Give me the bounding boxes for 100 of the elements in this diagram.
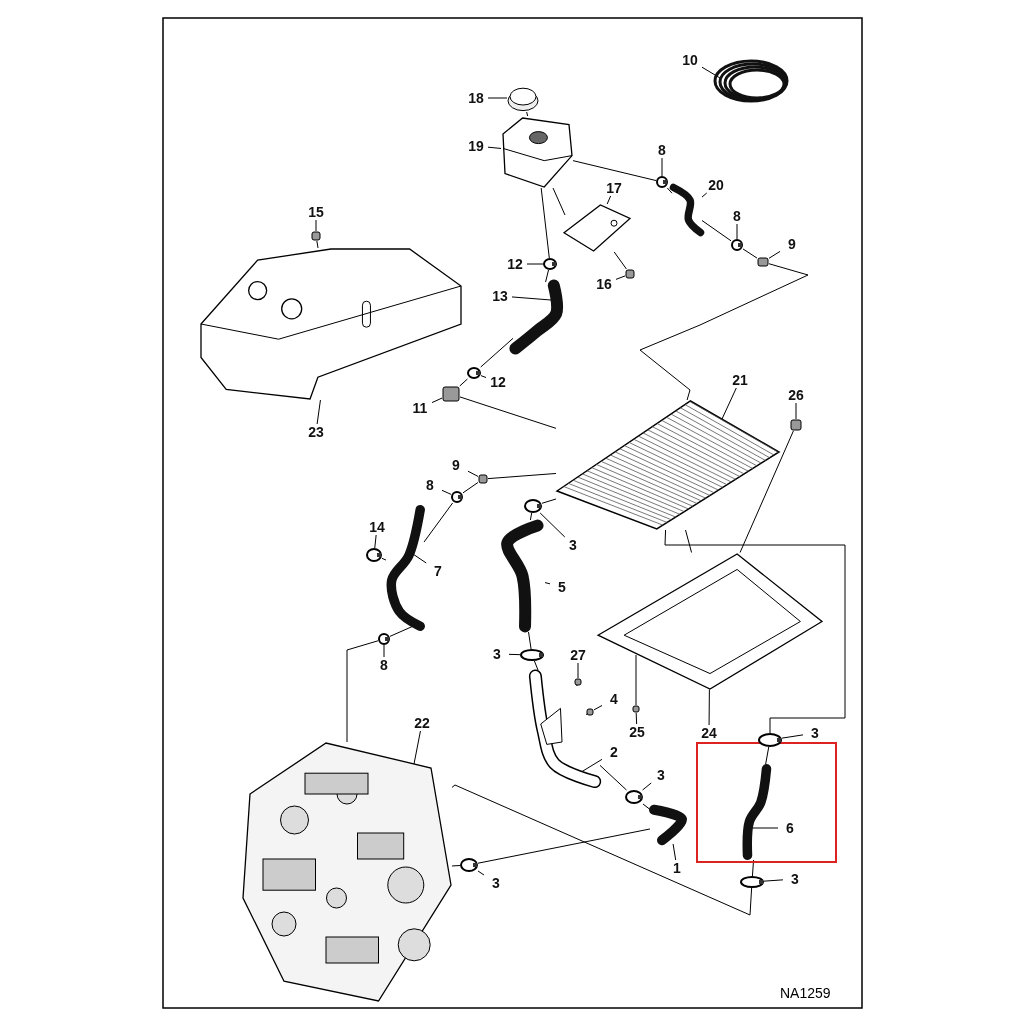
leader-line: [374, 534, 377, 549]
assembly-line: [545, 269, 550, 283]
callout-number: 3: [783, 871, 807, 887]
assembly-line: [639, 263, 809, 401]
engine-drawing: [242, 742, 452, 1002]
assembly-line: [487, 473, 557, 480]
callout-number: 9: [444, 457, 468, 473]
leader-line: [606, 195, 612, 205]
leader-line: [661, 157, 663, 177]
callout-number: 2: [602, 744, 626, 760]
hose-clamp-drawing: [460, 858, 478, 872]
frame-drawing: [200, 248, 462, 400]
leader-line: [487, 97, 508, 99]
leader-line: [539, 512, 566, 538]
bolt-drawing: [311, 231, 321, 241]
assembly-line: [742, 248, 758, 259]
assembly-line: [540, 187, 550, 259]
bolt-drawing: [632, 705, 640, 713]
leader-line: [736, 223, 738, 240]
assembly-line: [765, 746, 770, 765]
assembly-line: [526, 111, 529, 117]
callout-number: 13: [488, 288, 512, 304]
hose-clamp-drawing: [366, 548, 382, 562]
assembly-line: [451, 784, 753, 916]
hose-clamp-drawing: [625, 790, 643, 804]
callout-number: 15: [304, 204, 328, 220]
leader-line: [701, 66, 721, 79]
leader-line: [750, 827, 779, 829]
assembly-line: [552, 187, 566, 216]
assembly-line: [666, 187, 673, 194]
hose-clamp-drawing: [731, 239, 743, 251]
hose-drawing: [386, 506, 424, 630]
assembly-line: [701, 220, 732, 242]
bolt-drawing: [478, 474, 488, 484]
leader-line: [708, 689, 710, 726]
callout-number: 3: [485, 646, 509, 662]
assembly-line: [528, 631, 532, 650]
callout-number: 22: [410, 715, 434, 731]
hose-drawing: [650, 806, 690, 844]
hose-clamp-drawing: [656, 176, 668, 188]
leader-line: [431, 397, 443, 404]
callout-number: 3: [484, 875, 508, 891]
callout-number: 8: [418, 477, 442, 493]
assembly-line: [572, 160, 657, 182]
radiator-drawing: [556, 400, 780, 530]
hose-clamp-drawing: [758, 733, 782, 747]
assembly-line: [739, 430, 794, 553]
callout-number: 7: [426, 563, 450, 579]
callout-number: 26: [784, 387, 808, 403]
bolt-drawing: [442, 386, 460, 402]
callout-number: 4: [602, 691, 626, 707]
leader-line: [701, 192, 708, 198]
callout-number: 14: [365, 519, 389, 535]
callout-number: 11: [408, 400, 432, 416]
assembly-line: [642, 803, 651, 810]
leader-line: [441, 489, 452, 495]
callout-number: 21: [728, 372, 752, 388]
assembly-line: [462, 481, 479, 494]
leader-line: [315, 219, 317, 232]
callout-number: 8: [650, 142, 674, 158]
callout-number: 12: [503, 256, 527, 272]
bolt-drawing: [574, 678, 582, 686]
callout-number: 8: [725, 208, 749, 224]
leader-line: [526, 263, 544, 265]
drawing-number: NA1259: [780, 985, 831, 1001]
bolt-drawing: [790, 419, 802, 431]
callout-number: 25: [625, 724, 649, 740]
leader-line: [763, 879, 784, 882]
assembly-line: [346, 640, 379, 743]
callout-number: 10: [678, 52, 702, 68]
leader-line: [615, 275, 626, 280]
hose-clamp-drawing: [451, 491, 463, 503]
callout-number: 20: [704, 177, 728, 193]
assembly-line: [459, 378, 468, 387]
callout-number: 5: [550, 579, 574, 595]
assembly-line: [381, 557, 387, 561]
callout-number: 3: [649, 767, 673, 783]
leader-line: [316, 399, 321, 425]
leader-line: [467, 470, 479, 477]
assembly-line: [751, 859, 755, 877]
leader-line: [413, 730, 421, 765]
assembly-line: [664, 529, 846, 734]
callout-number: 8: [372, 657, 396, 673]
leader-line: [480, 375, 487, 378]
bolt-drawing: [625, 269, 635, 279]
callout-number: 3: [561, 537, 585, 553]
callout-number: 9: [780, 236, 804, 252]
hose-clamp-drawing: [543, 258, 557, 270]
callout-number: 27: [566, 647, 590, 663]
bracket-drawing: [563, 204, 631, 252]
callout-number: 24: [697, 725, 721, 741]
hose-clamp-drawing: [740, 876, 764, 888]
assembly-line: [685, 529, 693, 553]
hose-clamp-drawing: [378, 633, 390, 645]
leader-line: [768, 250, 781, 259]
callout-number: 23: [304, 424, 328, 440]
callout-number: 17: [602, 180, 626, 196]
assembly-line: [599, 764, 627, 791]
assembly-line: [529, 512, 533, 521]
leader-line: [593, 705, 603, 711]
